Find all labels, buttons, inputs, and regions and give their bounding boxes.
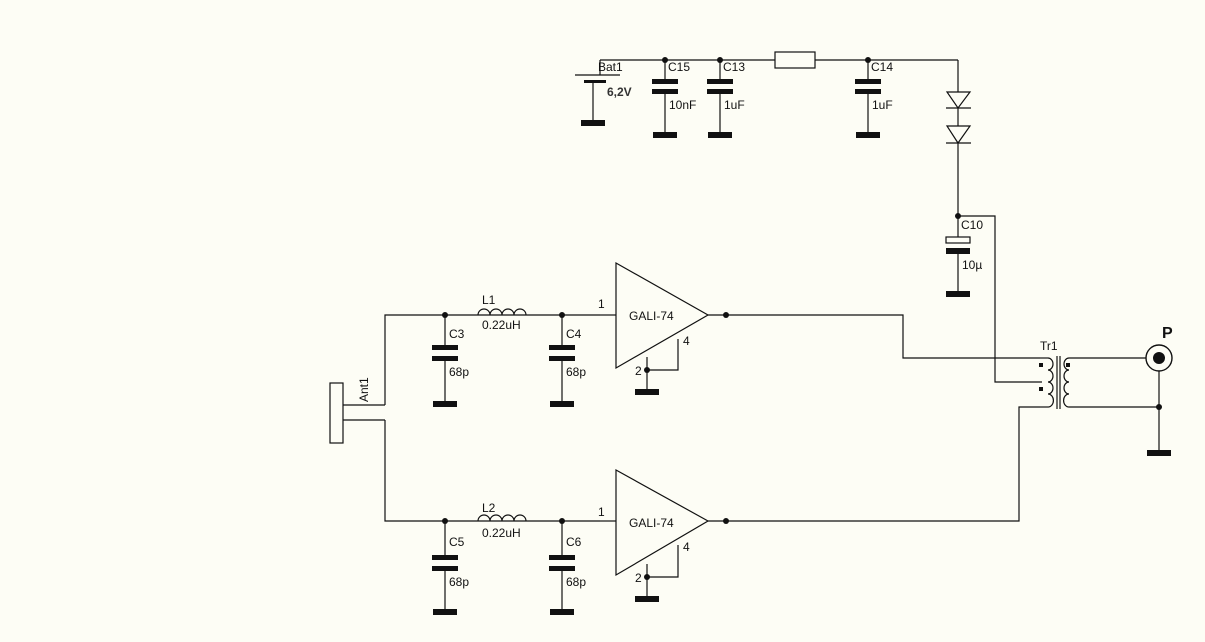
capacitor-c13: C13 1uF xyxy=(707,57,745,138)
capacitor-c6: C6 68p xyxy=(549,518,586,615)
inductor-l1: L1 0.22uH xyxy=(477,293,527,332)
c6-ref: C6 xyxy=(566,535,582,549)
port-ref: P xyxy=(1162,325,1173,342)
battery-ref: Bat1 xyxy=(598,60,623,74)
amp-upper-label: GALI-74 xyxy=(629,309,674,323)
inductor-l2: L2 0.22uH xyxy=(477,501,527,540)
l2-ref: L2 xyxy=(482,501,496,515)
diode-1 xyxy=(945,91,972,110)
c5-value: 68p xyxy=(449,575,469,589)
c5-ref: C5 xyxy=(449,535,465,549)
c6-value: 68p xyxy=(566,575,586,589)
capacitor-c4: C4 68p xyxy=(549,312,586,407)
output-port-p: P xyxy=(1145,325,1173,456)
upper-amplifier-chain: C3 68p L1 0.22uH C4 68p GALI-74 1 4 2 xyxy=(432,261,1040,407)
battery-bat1: Bat1 6,2V xyxy=(575,60,632,126)
antenna-ant1: Ant1 xyxy=(329,314,600,522)
c15-value: 10nF xyxy=(669,98,696,112)
l1-value: 0.22uH xyxy=(482,318,521,332)
c10-ref: C10 xyxy=(961,218,983,232)
amp-upper-pin2: 2 xyxy=(635,364,642,378)
c13-value: 1uF xyxy=(724,98,745,112)
l2-value: 0.22uH xyxy=(482,526,521,540)
transformer-ref: Tr1 xyxy=(1040,339,1058,353)
c14-value: 1uF xyxy=(872,98,893,112)
lower-amplifier-chain: C5 68p L2 0.22uH C6 68p GALI-74 1 4 2 xyxy=(432,406,1040,615)
c4-value: 68p xyxy=(566,365,586,379)
amplifier-gali74-upper: GALI-74 1 4 2 xyxy=(598,261,729,395)
amp-upper-pin1: 1 xyxy=(598,297,605,311)
c3-ref: C3 xyxy=(449,327,465,341)
amp-upper-pin4: 4 xyxy=(683,334,690,348)
amp-lower-label: GALI-74 xyxy=(629,516,674,530)
battery-voltage: 6,2V xyxy=(607,85,632,99)
c13-ref: C13 xyxy=(723,60,745,74)
capacitor-c3: C3 68p xyxy=(432,312,469,407)
amp-lower-pin2: 2 xyxy=(635,571,642,585)
amplifier-gali74-lower: GALI-74 1 4 2 xyxy=(598,468,729,602)
amp-lower-pin1: 1 xyxy=(598,505,605,519)
c4-ref: C4 xyxy=(566,327,582,341)
capacitor-c14: C14 1uF xyxy=(855,57,893,138)
capacitor-c10: C10 10µ xyxy=(945,213,983,297)
l1-ref: L1 xyxy=(482,293,496,307)
c3-value: 68p xyxy=(449,365,469,379)
capacitor-c15: C15 10nF xyxy=(652,57,696,138)
antenna-ref: Ant1 xyxy=(357,377,371,402)
resistor xyxy=(774,51,816,69)
c15-ref: C15 xyxy=(668,60,690,74)
transformer-tr1: Tr1 xyxy=(1039,339,1159,409)
power-supply-section: Bat1 6,2V C15 10nF C13 1uF xyxy=(575,51,1042,383)
capacitor-c5: C5 68p xyxy=(432,518,469,615)
c10-value: 10µ xyxy=(962,258,982,272)
amp-lower-pin4: 4 xyxy=(683,540,690,554)
diode-2 xyxy=(945,125,972,145)
c14-ref: C14 xyxy=(871,60,893,74)
